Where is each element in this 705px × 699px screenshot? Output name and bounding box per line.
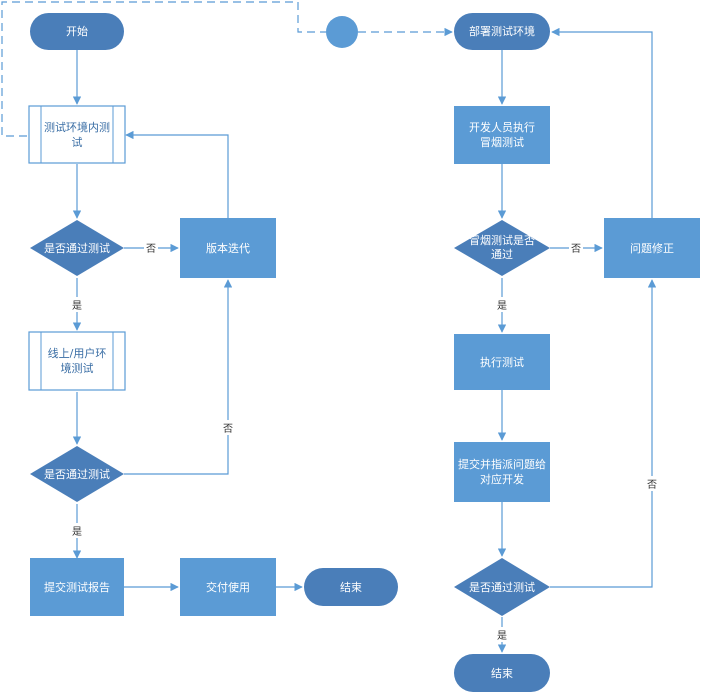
execute-test-process: 执行测试 bbox=[454, 334, 550, 390]
svg-text:冒烟测试: 冒烟测试 bbox=[480, 135, 524, 149]
svg-text:提交并指派问题给: 提交并指派问题给 bbox=[458, 457, 546, 471]
label-yes-2: 是 bbox=[70, 523, 84, 538]
decision-pass-1: 是否通过测试 bbox=[30, 220, 124, 276]
svg-text:是否通过测试: 是否通过测试 bbox=[469, 581, 535, 594]
end-right-node: 结束 bbox=[454, 654, 550, 692]
svg-text:否: 否 bbox=[647, 479, 657, 491]
fix-issue-process: 问题修正 bbox=[604, 218, 700, 278]
submit-assign-process: 提交并指派问题给 对应开发 bbox=[454, 442, 550, 502]
svg-text:交付使用: 交付使用 bbox=[206, 580, 250, 594]
label-yes-3: 是 bbox=[495, 297, 509, 312]
svg-text:试: 试 bbox=[72, 136, 83, 149]
svg-text:是: 是 bbox=[72, 300, 82, 312]
svg-text:问题修正: 问题修正 bbox=[630, 241, 674, 255]
svg-text:执行测试: 执行测试 bbox=[480, 355, 524, 369]
svg-text:开始: 开始 bbox=[66, 24, 88, 38]
svg-text:否: 否 bbox=[571, 243, 581, 255]
deliver-process: 交付使用 bbox=[180, 558, 276, 616]
submit-report-process: 提交测试报告 bbox=[30, 558, 124, 616]
svg-text:是: 是 bbox=[497, 300, 507, 312]
decision-pass-3: 是否通过测试 bbox=[454, 558, 550, 616]
connector-circle bbox=[326, 16, 358, 48]
svg-text:提交测试报告: 提交测试报告 bbox=[44, 580, 110, 594]
version-iteration-process: 版本迭代 bbox=[180, 218, 276, 278]
edge-fix-to-deploy bbox=[551, 27, 653, 218]
label-no-2: 否 bbox=[221, 420, 235, 435]
label-no-4: 否 bbox=[645, 476, 659, 491]
svg-text:是否通过测试: 是否通过测试 bbox=[44, 242, 110, 255]
smoke-test-process: 开发人员执行 冒烟测试 bbox=[454, 106, 550, 164]
start-node: 开始 bbox=[30, 13, 124, 50]
label-yes-1: 是 bbox=[70, 297, 84, 312]
edge-version-back-to-test bbox=[125, 130, 229, 218]
label-yes-4: 是 bbox=[495, 627, 509, 642]
decision-smoke: 冒烟测试是否 通过 bbox=[454, 220, 550, 276]
svg-text:境测试: 境测试 bbox=[61, 361, 94, 375]
svg-text:是: 是 bbox=[72, 526, 82, 538]
deploy-env-node: 部署测试环境 bbox=[454, 13, 550, 50]
svg-text:通过: 通过 bbox=[491, 248, 513, 261]
svg-text:版本迭代: 版本迭代 bbox=[206, 241, 250, 255]
svg-text:冒烟测试是否: 冒烟测试是否 bbox=[469, 233, 535, 247]
svg-text:开发人员执行: 开发人员执行 bbox=[469, 120, 535, 134]
svg-text:部署测试环境: 部署测试环境 bbox=[469, 24, 535, 38]
label-no-1: 否 bbox=[144, 240, 158, 255]
edge-decision3-no bbox=[550, 279, 657, 588]
end-left-node: 结束 bbox=[304, 568, 398, 606]
decision-pass-2: 是否通过测试 bbox=[30, 446, 124, 502]
test-env-test-subprocess: 测试环境内测 试 bbox=[28, 105, 126, 164]
svg-text:测试环境内测: 测试环境内测 bbox=[44, 120, 110, 134]
svg-text:否: 否 bbox=[146, 243, 156, 255]
edge-decision2-no bbox=[124, 279, 233, 475]
online-test-subprocess: 线上/用户环 境测试 bbox=[28, 331, 126, 391]
svg-text:结束: 结束 bbox=[340, 581, 362, 594]
label-no-3: 否 bbox=[569, 240, 583, 255]
dashed-loop-edge bbox=[1, 1, 326, 137]
svg-text:线上/用户环: 线上/用户环 bbox=[48, 346, 107, 360]
svg-text:否: 否 bbox=[223, 423, 233, 435]
svg-text:是: 是 bbox=[497, 630, 507, 642]
svg-text:结束: 结束 bbox=[491, 667, 513, 680]
svg-text:是否通过测试: 是否通过测试 bbox=[44, 468, 110, 481]
svg-text:对应开发: 对应开发 bbox=[480, 472, 524, 486]
